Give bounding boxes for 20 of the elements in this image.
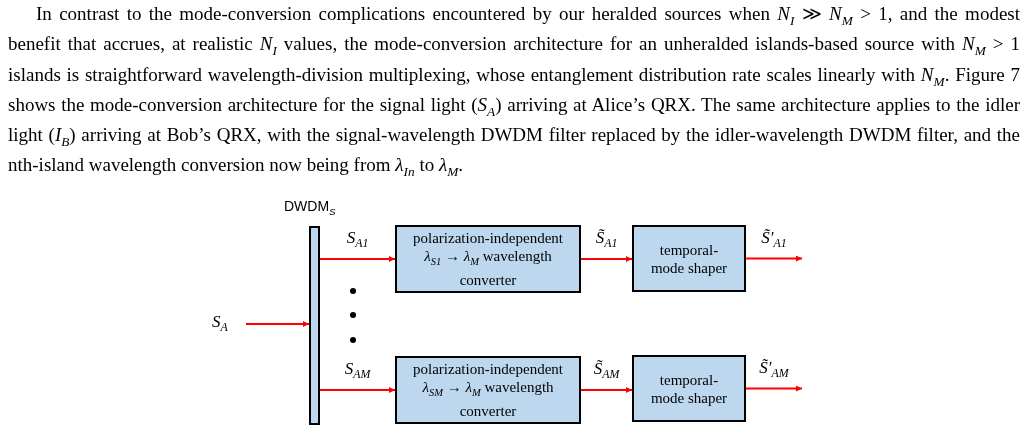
edge-label: S̃$_{AM}$ <box>593 359 620 383</box>
arrow <box>580 387 633 393</box>
filter-label: DWDM$_{S}$ <box>284 198 336 217</box>
process-box: polarization-independent λ$_{S1}$ → λ$_{M}$ wavelength converter <box>395 225 581 293</box>
paragraph: In contrast to the mode-conversion complications encountered by our heralded sources when N$_{I}$ ≫ N$_{M}$ > 1, and the modest benefit that accrues, at realistic N$_{I}$ values, the mode-conversion architecture for an unheralded islands-based source with N$_{M}$ > 1 islands is straightforward wavelength-division multiplexing, whose entanglement distribution rate scales linearly with N$_{M}$. Figure 7 shows the mode-conversion architecture for the signal light (S$_{A}$) arriving at Alice’s QRX. The same architecture applies to the idler light (I$_{B}$) arriving at Bob’s QRX, with the signal-wavelength DWDM filter replaced by the idler-wavelength DWDM filter, and the nth-island wavelength conversion now being from λ$_{In}$ to λ$_{M}$. <box>8 2 1020 182</box>
signal-label: S$_{A}$ <box>212 312 242 336</box>
edge-label: S̃$_{A1}$ <box>595 228 618 252</box>
edge-label: S$_{AM}$ <box>344 359 371 383</box>
process-box: temporal-mode shaper <box>632 225 746 292</box>
arrow <box>745 255 803 262</box>
arrow <box>580 256 633 262</box>
edge-label: S̃′$_{A1}$ <box>761 227 787 251</box>
arrow <box>319 256 396 262</box>
arrow <box>245 321 310 327</box>
process-box: polarization-independent λ$_{SM}$ → λ$_{M}$ wavelength converter <box>395 356 581 424</box>
arrow <box>745 385 803 392</box>
edge-label: S$_{A1}$ <box>346 228 369 252</box>
arrow <box>319 387 396 393</box>
process-box: temporal-mode shaper <box>632 355 746 422</box>
edge-label: S̃′$_{AM}$ <box>759 357 789 381</box>
